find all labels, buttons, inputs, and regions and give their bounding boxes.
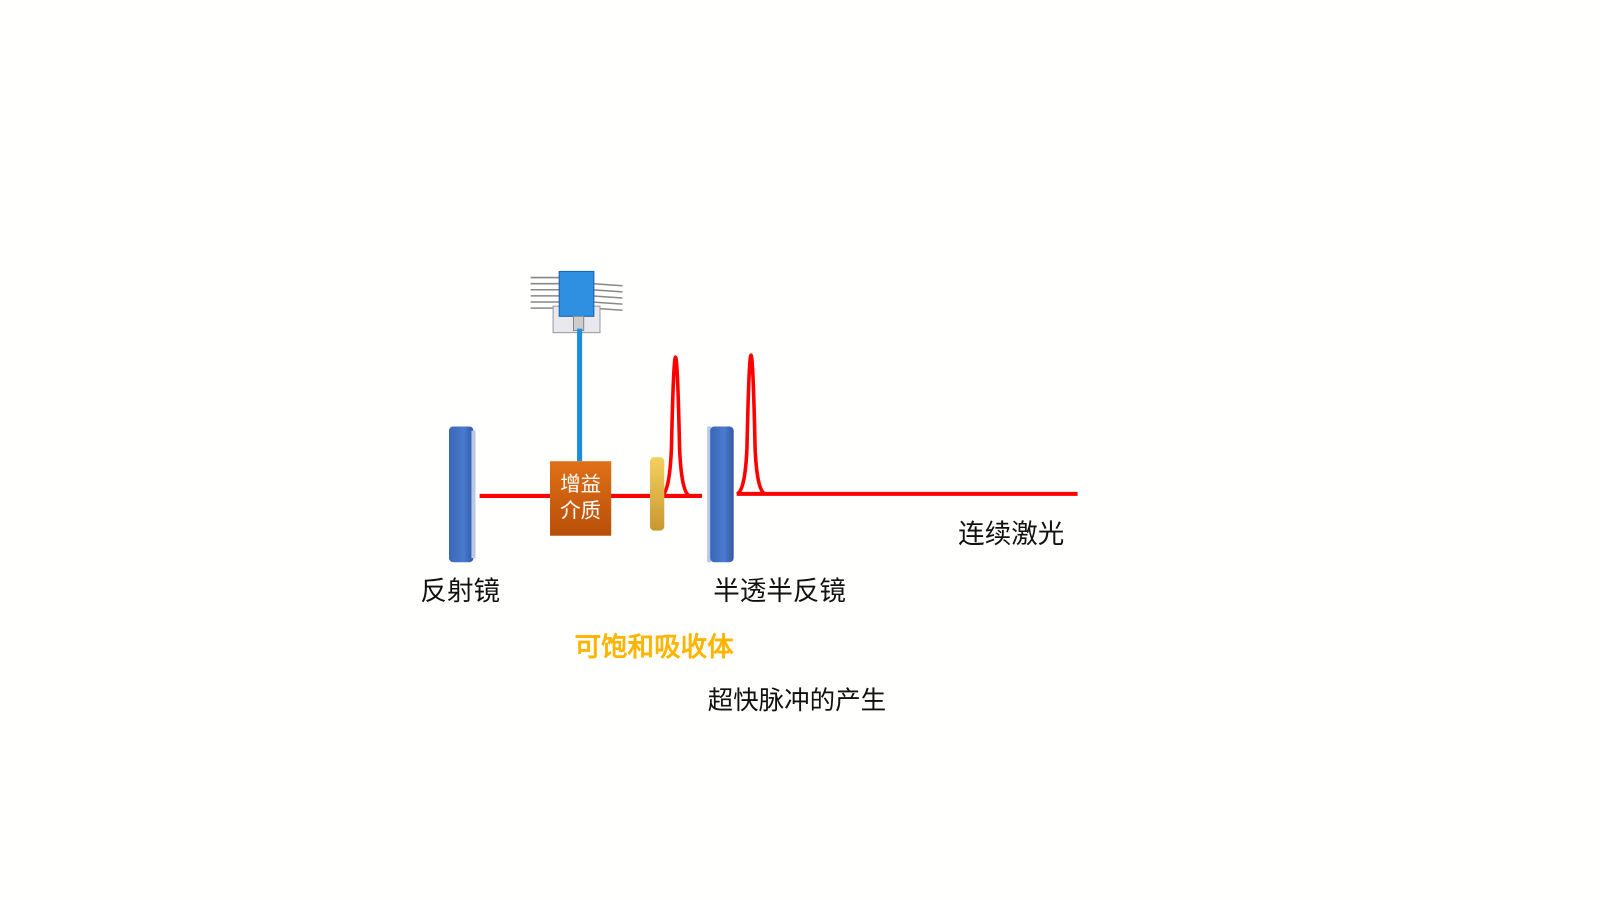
reflector-label: 反射镜 [420, 576, 500, 607]
saturable-absorber-label: 可饱和吸收体 [575, 632, 735, 663]
reflector-mirror [448, 426, 476, 563]
pulse-intracavity [660, 355, 691, 498]
output-coupler-mirror [707, 426, 734, 563]
saturable-absorber [650, 457, 665, 531]
pulse-output [735, 353, 767, 496]
gain-medium-label-2: 介质 [560, 498, 601, 522]
gain-medium-block: 增益 介质 [550, 461, 612, 536]
continuous-laser-label: 连续激光 [958, 519, 1064, 550]
gain-medium-label-1: 增益 [560, 472, 601, 496]
pump-laser-diode-icon [530, 270, 623, 334]
output-coupler-label: 半透半反镜 [713, 576, 846, 607]
caption: 超快脉冲的产生 [708, 686, 887, 716]
